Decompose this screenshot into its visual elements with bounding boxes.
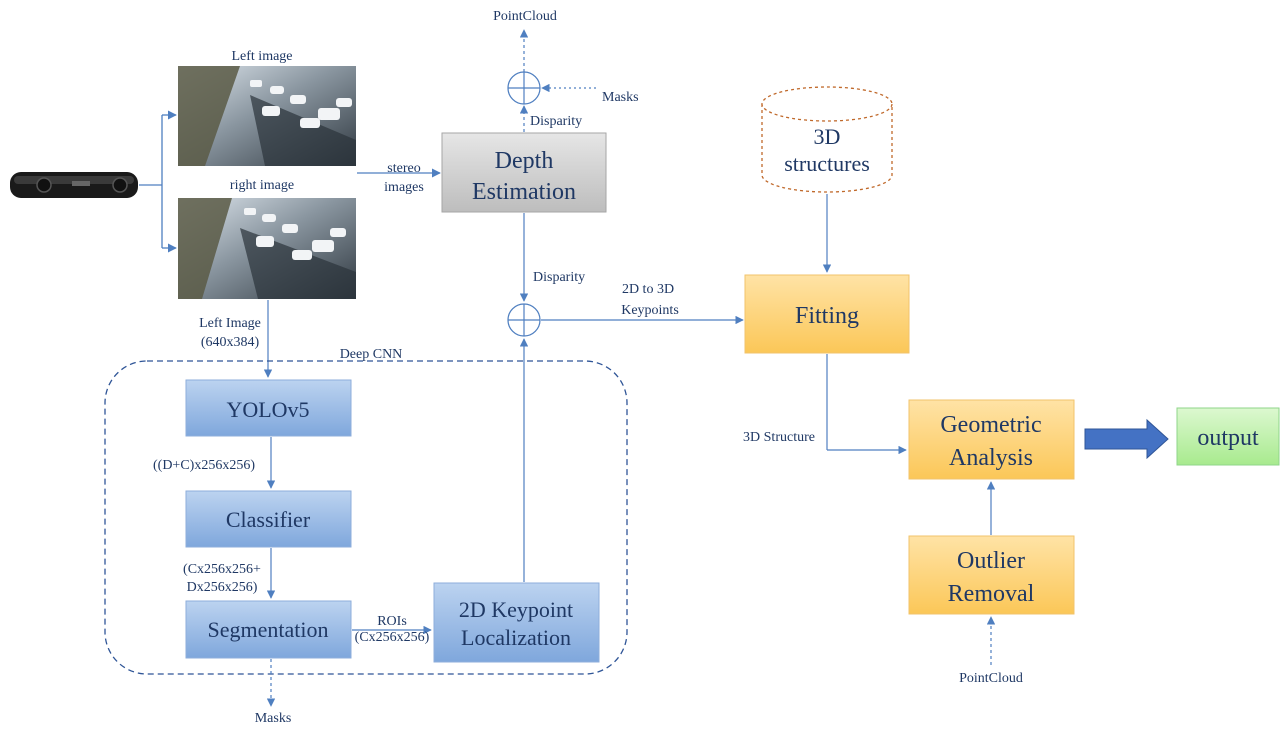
- fitting-label: Fitting: [795, 303, 859, 329]
- depth-estimation-line2: Estimation: [472, 179, 576, 205]
- fitting-to-geometric-arrow: [826, 354, 907, 455]
- deep-cnn-label: Deep CNN: [340, 347, 403, 362]
- geometric-analysis-line2: Analysis: [949, 445, 1033, 471]
- keypoints-label-line2: Keypoints: [621, 303, 679, 318]
- keypoint-localization-line1: 2D Keypoint: [459, 597, 573, 622]
- right-image-thumbnail: [178, 198, 356, 299]
- top-fusion: [507, 29, 596, 132]
- structure-3d-label: 3D Structure: [743, 430, 815, 445]
- camera-branch-arrows: [139, 110, 177, 253]
- images-label: images: [384, 180, 424, 195]
- stereo-label: stereo: [387, 161, 420, 176]
- disparity-mid-label: Disparity: [533, 270, 585, 285]
- geometric-analysis-box: Geometric Analysis: [908, 399, 1075, 480]
- structures-3d-line1: 3D: [814, 124, 841, 149]
- segmentation-label: Segmentation: [208, 617, 329, 642]
- stereo-camera-icon: [10, 172, 138, 198]
- right-image-label: right image: [230, 178, 294, 193]
- left-image-thumbnail: [178, 66, 356, 166]
- output-block-arrow: [1084, 418, 1169, 460]
- classifier-label: Classifier: [226, 507, 311, 532]
- rois-label-line1: ROIs: [377, 614, 407, 629]
- cx-dims-line1: (Cx256x256+: [183, 562, 261, 577]
- structures-3d-database: 3D structures: [761, 86, 893, 193]
- outlier-removal-box: Outlier Removal: [908, 535, 1075, 615]
- masks-top-label: Masks: [602, 90, 639, 105]
- keypoint-localization-line2: Localization: [461, 625, 571, 650]
- dc-dims-label: ((D+C)x256x256): [153, 458, 255, 473]
- keypoints-label-line1: 2D to 3D: [622, 282, 674, 297]
- pointcloud-bottom-label: PointCloud: [959, 671, 1023, 686]
- depth-estimation-line1: Depth: [495, 148, 554, 174]
- disparity-top-label: Disparity: [530, 114, 582, 129]
- output-label: output: [1197, 425, 1259, 451]
- geometric-analysis-line1: Geometric: [940, 412, 1041, 438]
- pointcloud-top-label: PointCloud: [493, 9, 557, 24]
- output-box: output: [1176, 407, 1280, 466]
- masks-bottom-label: Masks: [255, 711, 292, 726]
- classifier-box: Classifier: [185, 490, 352, 548]
- fitting-box: Fitting: [744, 274, 910, 354]
- keypoint-localization-box: 2D Keypoint Localization: [433, 582, 600, 663]
- left-image-label: Left image: [231, 49, 292, 64]
- left-image-input-line2: (640x384): [201, 335, 260, 350]
- rois-label-line2: (Cx256x256): [355, 630, 430, 645]
- yolov5-box: YOLOv5: [185, 379, 352, 437]
- yolov5-label: YOLOv5: [226, 397, 309, 422]
- depth-estimation-box: Depth Estimation: [441, 132, 607, 213]
- mid-fusion: [507, 213, 744, 582]
- outlier-removal-line2: Removal: [948, 581, 1035, 607]
- structures-3d-line2: structures: [784, 151, 870, 176]
- outlier-removal-line1: Outlier: [957, 548, 1025, 574]
- cx-dims-line2: Dx256x256): [187, 580, 258, 595]
- left-image-input-line1: Left Image: [199, 316, 261, 331]
- segmentation-box: Segmentation: [185, 600, 352, 659]
